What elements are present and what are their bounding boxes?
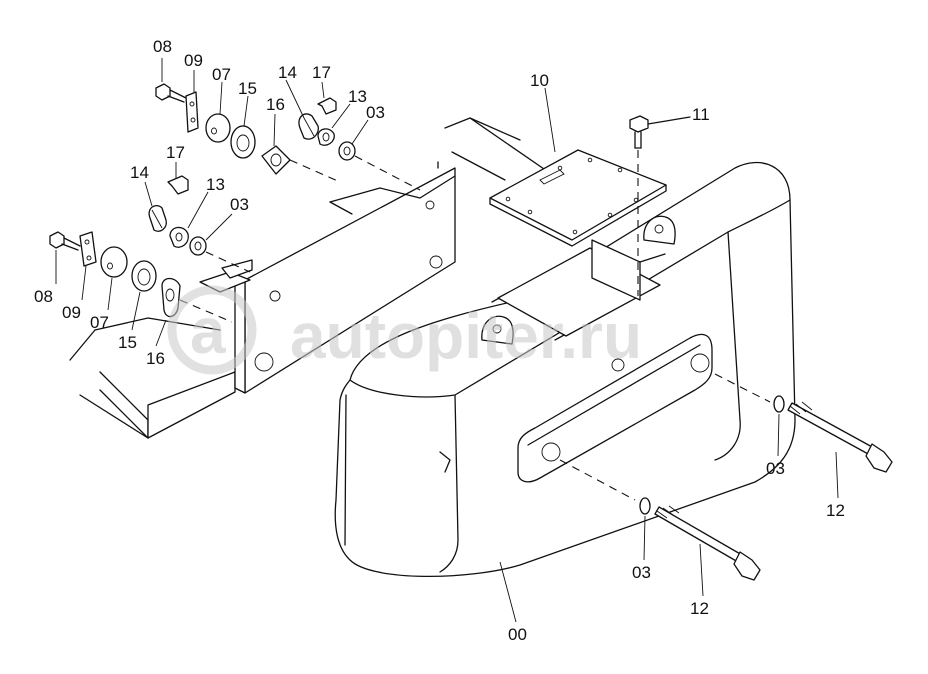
washer-03-upper: [773, 395, 785, 413]
part-labels: 08 09 07 15 16 14 17 13 03 10 11 17 14 1…: [34, 37, 845, 644]
cover-plate: [489, 149, 667, 247]
watermark-glyph: a: [190, 295, 226, 367]
machine-frame: [69, 117, 561, 439]
label-13-upper: 13: [348, 87, 367, 106]
bolt-12-lower: [559, 459, 761, 581]
watermark: a autopiter.ru: [167, 285, 642, 375]
label-09-lower: 09: [62, 303, 81, 322]
counterweight-slot: [517, 333, 713, 483]
label-07-lower: 07: [90, 313, 109, 332]
label-11: 11: [692, 105, 710, 124]
label-08-upper: 08: [153, 37, 172, 56]
bolt-12-upper: [714, 373, 893, 473]
label-03-bottom: 03: [632, 563, 651, 582]
lifting-eye-rear: [643, 215, 676, 245]
lifting-eye-front: [481, 315, 514, 345]
label-07-upper: 07: [212, 65, 231, 84]
watermark-text: autopiter.ru: [290, 300, 642, 372]
leader-lines: [55, 58, 839, 623]
label-16-lower: 16: [146, 349, 165, 368]
label-14-lower: 14: [130, 163, 149, 182]
label-00: 00: [508, 625, 527, 644]
label-03-upper: 03: [366, 103, 385, 122]
hardware-set-lower: [49, 175, 251, 323]
label-17-lower: 17: [166, 143, 185, 162]
label-10: 10: [530, 71, 549, 90]
washer-03-lower: [639, 497, 651, 515]
label-13-lower: 13: [206, 175, 225, 194]
label-03-right: 03: [766, 459, 785, 478]
label-16-upper: 16: [266, 95, 285, 114]
label-15-upper: 15: [238, 79, 257, 98]
label-12-bottom: 12: [690, 599, 709, 618]
label-17-upper: 17: [312, 63, 331, 82]
counterweight-body: [334, 161, 796, 578]
label-09-upper: 09: [184, 51, 203, 70]
label-03-lower-set: 03: [230, 195, 249, 214]
bolt-11: [629, 115, 691, 296]
label-14-upper: 14: [278, 63, 297, 82]
label-08-lower: 08: [34, 287, 53, 306]
label-15-lower: 15: [118, 333, 137, 352]
label-12-right: 12: [826, 501, 845, 520]
hardware-set-upper: [155, 83, 421, 191]
